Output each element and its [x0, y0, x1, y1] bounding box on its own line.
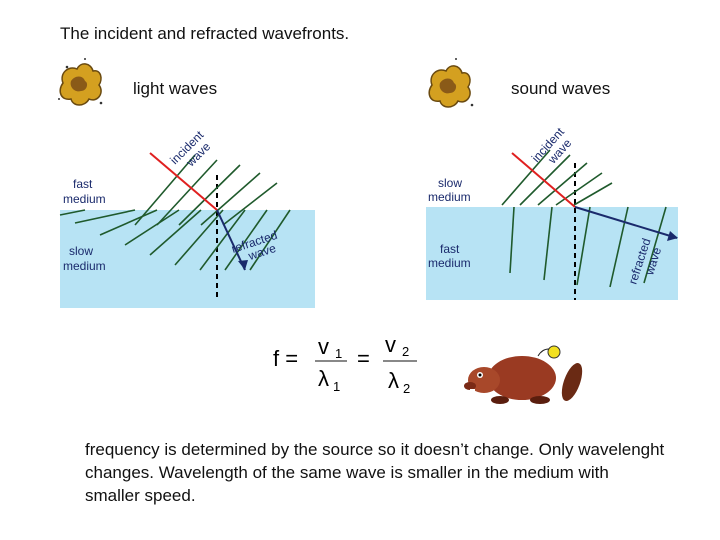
formula-den2: λ: [388, 368, 399, 393]
sound-waves-caption: sound waves: [511, 79, 611, 98]
refracted-ray-arrowhead: [667, 231, 678, 241]
light-waves-caption: light waves: [133, 79, 218, 98]
slow-medium-region: [60, 210, 315, 308]
refracted-ray-arrowhead: [238, 260, 248, 270]
beaver-icon: [464, 345, 583, 404]
explosion-icon: [428, 58, 474, 108]
sound-waves-diagram: slow medium fast medium incident wave re…: [426, 58, 678, 300]
refracted-ray: [216, 209, 246, 271]
bottom-medium-label: slow medium: [63, 244, 106, 273]
incident-wavefronts: [134, 154, 278, 226]
top-medium-label: slow medium: [428, 176, 471, 204]
formula-den1: λ: [318, 366, 329, 391]
formula-num1-sub: 1: [335, 346, 342, 361]
top-medium-label: fast medium: [63, 177, 106, 206]
light-waves-diagram: fast medium slow medium incident wave re…: [58, 58, 315, 308]
formula-den1-sub: 1: [333, 379, 340, 394]
bottom-medium-label: fast medium: [428, 242, 471, 270]
refracted-ray: [574, 206, 678, 239]
explosion-icon: [58, 58, 103, 106]
fast-medium-region: [426, 207, 678, 300]
incident-wave-label: incident wave: [167, 126, 218, 177]
formula-eq: =: [357, 346, 370, 371]
formula-den2-sub: 2: [403, 381, 410, 396]
refracted-wavefronts: [509, 206, 667, 288]
incident-ray: [511, 152, 576, 208]
formula-num2: v: [385, 332, 396, 357]
refracted-wavefronts: [59, 209, 291, 271]
formula-num1: v: [318, 334, 329, 359]
explanation-text: frequency is determined by the source so…: [85, 440, 665, 505]
formula-lhs: f =: [273, 346, 298, 371]
page-title: The incident and refracted wavefronts.: [60, 24, 350, 43]
formula-num2-sub: 2: [402, 344, 409, 359]
incident-wavefronts: [501, 149, 613, 206]
incident-ray: [149, 152, 218, 211]
frequency-formula: f = v 1 λ 1 = v 2 λ 2: [273, 332, 417, 396]
